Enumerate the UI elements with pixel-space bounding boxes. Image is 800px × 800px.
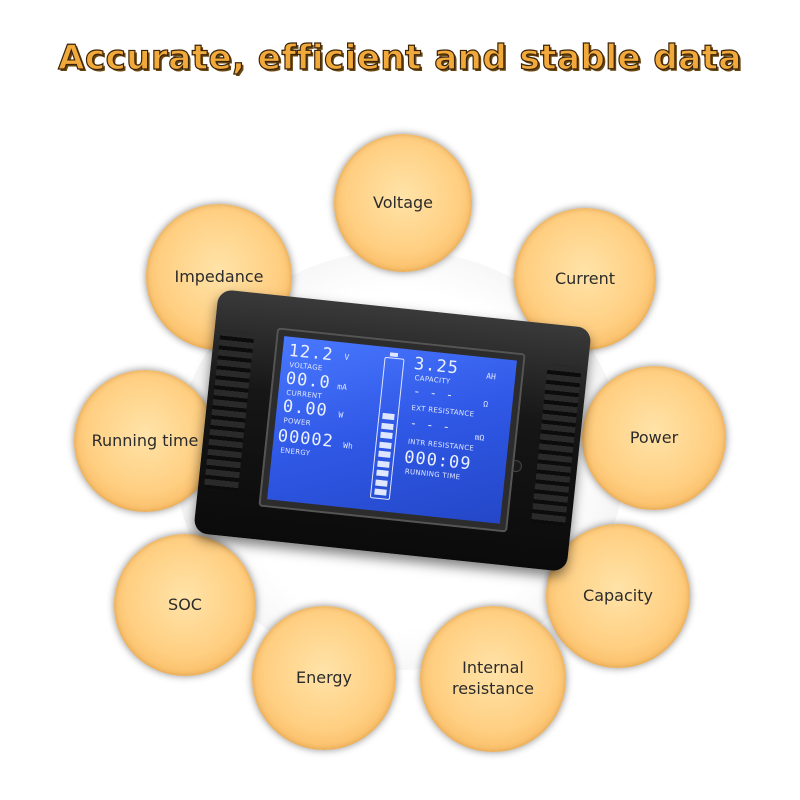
lcd-screen: 12.2 V VOLTAGE 00.0 mA CURRENT 0.00 W PO… <box>267 336 517 524</box>
battery-segment <box>378 450 391 458</box>
page-headline: Accurate, efficient and stable data <box>58 37 742 78</box>
battery-segment <box>376 469 389 477</box>
battery-segment <box>374 488 387 496</box>
ext-resistance-value: - - - <box>412 383 455 403</box>
bubble-label: Capacity <box>583 585 653 605</box>
capacity-unit: AH <box>485 371 497 382</box>
bubble-label: Internal resistance <box>451 658 535 698</box>
battery-gauge <box>369 356 405 501</box>
power-unit: W <box>337 410 344 420</box>
bubble-soc: SOC <box>114 534 256 676</box>
energy-unit: Wh <box>342 440 354 451</box>
bubble-energy: Energy <box>252 606 396 750</box>
bubble-label: Current <box>554 268 616 288</box>
bubble-voltage: Voltage <box>334 134 472 272</box>
lcd-bezel: 12.2 V VOLTAGE 00.0 mA CURRENT 0.00 W PO… <box>258 327 526 533</box>
ext-resistance-unit: Ω <box>482 399 489 409</box>
bubble-running-time: Running time <box>74 370 216 512</box>
battery-segment <box>375 479 388 487</box>
bubble-label: Voltage <box>372 192 433 212</box>
battery-monitor-device: 12.2 V VOLTAGE 00.0 mA CURRENT 0.00 W PO… <box>193 289 592 572</box>
voltage-unit: V <box>343 352 350 363</box>
bubble-label: SOC <box>168 594 202 614</box>
battery-segment <box>382 412 395 421</box>
bubble-label: Energy <box>295 667 352 687</box>
battery-gauge-cap <box>389 352 399 358</box>
battery-segment <box>380 431 393 440</box>
intr-resistance-value: - - - <box>409 415 452 435</box>
power-label: POWER <box>283 416 312 428</box>
battery-segment <box>381 422 394 430</box>
bubble-label: Power <box>629 427 679 447</box>
current-unit: mA <box>336 382 348 392</box>
bubble-capacity: Capacity <box>546 524 690 668</box>
bubble-internal-resistance: Internal resistance <box>420 606 566 752</box>
battery-segment <box>379 441 392 449</box>
bubble-label: Running time <box>91 430 199 450</box>
intr-resistance-unit: mΩ <box>474 432 485 443</box>
battery-segment <box>377 460 390 468</box>
bubble-power: Power <box>582 366 726 510</box>
bubble-label: Impedance <box>174 266 264 286</box>
